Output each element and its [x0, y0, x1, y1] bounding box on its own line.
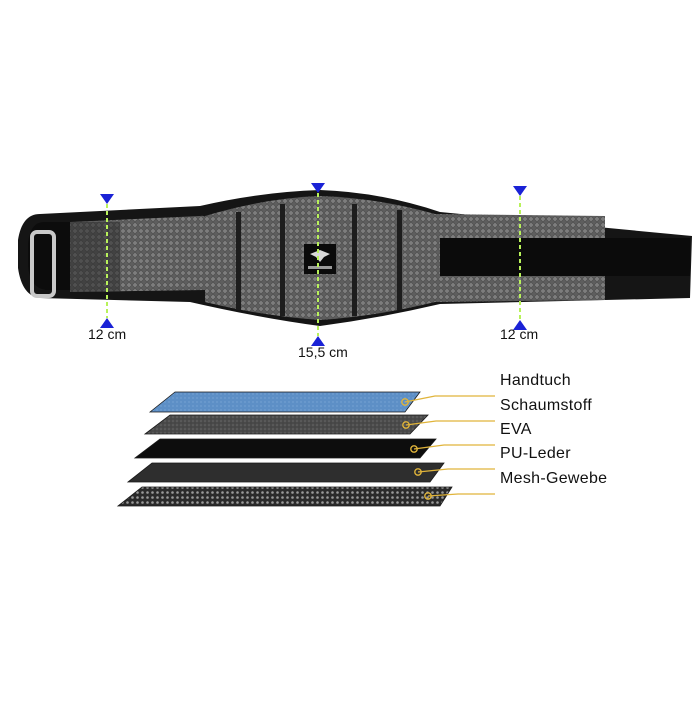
velcro-strap	[440, 238, 690, 276]
marker-up-icon	[100, 318, 114, 328]
layer-label: PU-Leder	[500, 445, 571, 462]
layer-sheet	[133, 438, 437, 459]
left-strap	[70, 222, 120, 292]
layer-sheet	[148, 391, 421, 413]
leader-line	[405, 420, 495, 426]
padding-dividers	[236, 204, 402, 316]
leader-dot-icon	[424, 492, 432, 500]
marker-up-icon	[311, 336, 325, 346]
leader-line	[413, 444, 495, 450]
marker-down-icon	[513, 186, 527, 196]
layer-label: Handtuch	[500, 372, 571, 389]
marker-up-icon	[513, 320, 527, 330]
buckle-icon	[30, 230, 56, 298]
layer-label: Schaumstoff	[500, 397, 592, 414]
belt-body	[18, 190, 692, 326]
belt-end-cap	[28, 222, 70, 290]
layer-sheet	[143, 414, 429, 435]
measurement-label: 12 cm	[88, 326, 127, 342]
leader-line	[427, 493, 495, 497]
leader-dot-icon	[414, 468, 422, 476]
leader-line	[404, 395, 495, 403]
measurement-label: 15,5 cm	[298, 344, 348, 360]
layer-label: EVA	[500, 421, 532, 438]
layer-sheet	[126, 462, 445, 483]
measurement-label: 12 cm	[500, 326, 539, 342]
layer-sheet	[116, 486, 453, 507]
measurement-lines	[100, 183, 527, 346]
marker-down-icon	[100, 194, 114, 204]
leader-dot-icon	[402, 421, 410, 429]
marker-down-icon	[311, 183, 325, 193]
material-layers	[116, 391, 495, 507]
leader-dot-icon	[401, 398, 409, 406]
layer-label: Mesh-Gewebe	[500, 470, 608, 487]
leader-line	[417, 468, 495, 473]
leader-dot-icon	[410, 445, 418, 453]
